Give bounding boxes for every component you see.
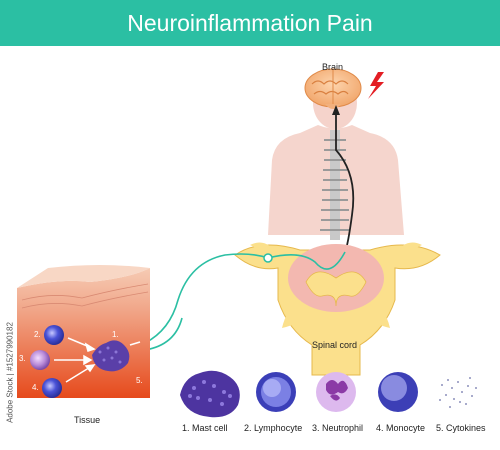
tissue-cells [30, 325, 130, 398]
stock-watermark: Adobe Stock | #1527990182 [5, 322, 15, 423]
tissue-marker-5: 5. [136, 376, 143, 385]
lightning-icon [368, 72, 384, 99]
page-title: Neuroinflammation Pain [127, 10, 373, 36]
tissue-marker-1: 1. [112, 330, 119, 339]
legend-lymphocyte: 2. Lymphocyte [244, 423, 303, 433]
neutrophil-icon [316, 372, 356, 412]
lymphocyte-icon [256, 372, 296, 412]
legend-monocyte: 4. Monocyte [376, 423, 426, 433]
legend-cytokines: 5. Cytokines [436, 423, 486, 433]
tissue-label: Tissue [74, 415, 101, 425]
tissue-marker-3: 3. [19, 354, 26, 363]
nerve-signal-path [332, 105, 355, 253]
cytokines-icon [439, 377, 477, 408]
mast-cell-icon [180, 370, 240, 418]
spinal-cord-section [234, 242, 441, 376]
title-banner [0, 0, 500, 46]
tissue-arrows [54, 337, 141, 383]
brain-icon [304, 68, 362, 109]
spinal-cord-label: Spinal cord [312, 340, 358, 350]
tissue-marker-2: 2. [34, 330, 41, 339]
brain-label: Brain [322, 62, 344, 72]
legend-mast-cell: 1. Mast cell [182, 423, 228, 433]
legend-neutrophil: 3. Neutrophil [312, 423, 364, 433]
tissue-marker-4: 4. [32, 383, 39, 392]
monocyte-icon [378, 372, 418, 412]
